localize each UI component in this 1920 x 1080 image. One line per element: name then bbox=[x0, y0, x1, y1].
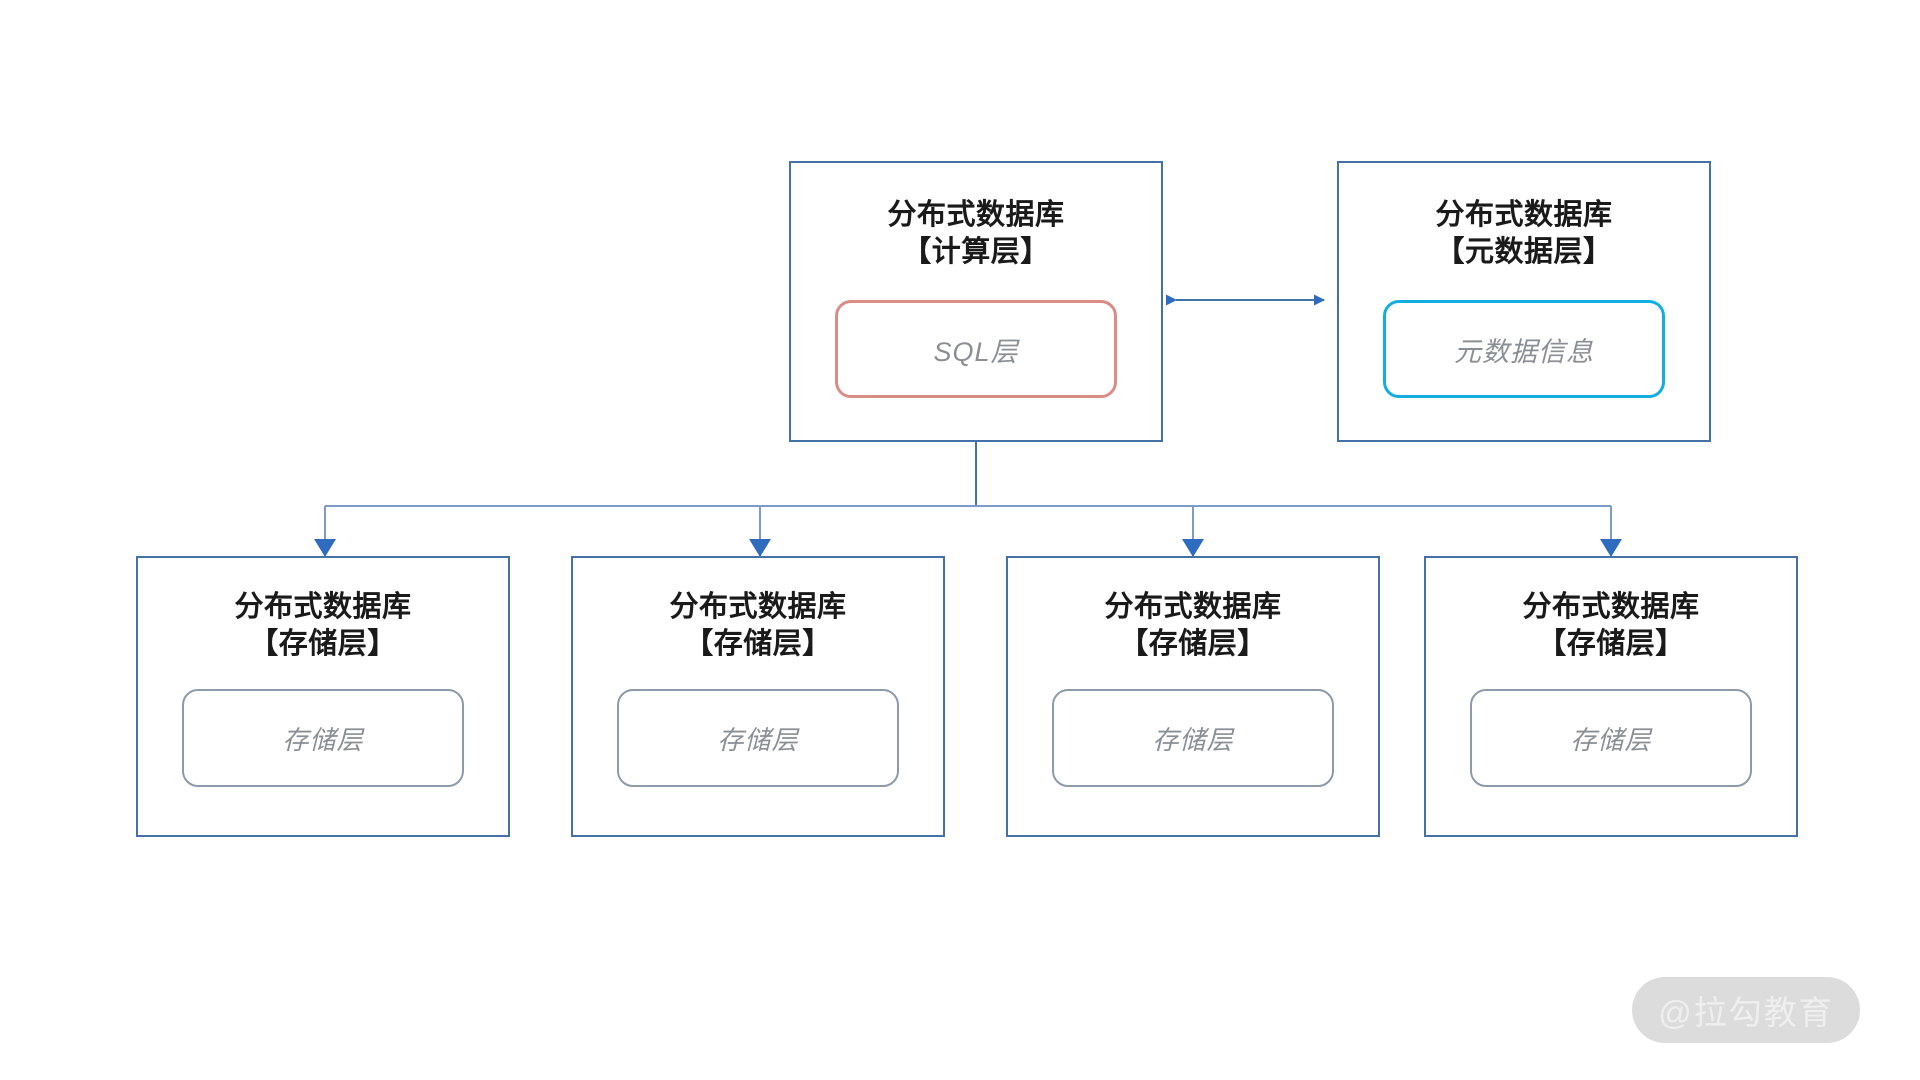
storage-layer-pill-3[interactable]: 存储层 bbox=[1052, 689, 1334, 788]
node-storage-layer-3[interactable]: 分布式数据库 【存储层】 存储层 bbox=[1006, 556, 1380, 837]
node-compute-layer-title: 分布式数据库 【计算层】 bbox=[887, 199, 1065, 269]
storage-layer-pill-3-label: 存储层 bbox=[1152, 724, 1234, 755]
node-compute-layer[interactable]: 分布式数据库 【计算层】 SQL层 bbox=[789, 161, 1163, 442]
storage-layer-pill-1[interactable]: 存储层 bbox=[182, 689, 464, 788]
watermark-label: @拉勾教育 bbox=[1658, 994, 1834, 1031]
metadata-info-pill-label: 元数据信息 bbox=[1454, 336, 1594, 367]
compute-fanout-trunk bbox=[325, 442, 1611, 507]
node-storage-layer-2[interactable]: 分布式数据库 【存储层】 存储层 bbox=[571, 556, 945, 837]
storage-layer-pill-2[interactable]: 存储层 bbox=[617, 689, 899, 788]
node-metadata-layer-title: 分布式数据库 【元数据层】 bbox=[1435, 199, 1613, 269]
node-storage-layer-4[interactable]: 分布式数据库 【存储层】 存储层 bbox=[1424, 556, 1798, 837]
storage-layer-pill-2-label: 存储层 bbox=[717, 724, 799, 755]
sql-layer-pill-label: SQL层 bbox=[933, 336, 1019, 367]
node-storage-layer-1-title: 分布式数据库 【存储层】 bbox=[234, 591, 412, 661]
node-metadata-layer[interactable]: 分布式数据库 【元数据层】 元数据信息 bbox=[1337, 161, 1711, 442]
metadata-info-pill[interactable]: 元数据信息 bbox=[1383, 300, 1665, 399]
sql-layer-pill[interactable]: SQL层 bbox=[835, 300, 1117, 399]
node-storage-layer-4-title: 分布式数据库 【存储层】 bbox=[1522, 591, 1700, 661]
storage-layer-pill-4[interactable]: 存储层 bbox=[1470, 689, 1752, 788]
node-storage-layer-1[interactable]: 分布式数据库 【存储层】 存储层 bbox=[136, 556, 510, 837]
node-storage-layer-3-title: 分布式数据库 【存储层】 bbox=[1104, 591, 1282, 661]
storage-layer-pill-1-label: 存储层 bbox=[282, 724, 364, 755]
storage-layer-pill-4-label: 存储层 bbox=[1570, 724, 1652, 755]
watermark-badge: @拉勾教育 bbox=[1632, 977, 1860, 1043]
node-storage-layer-2-title: 分布式数据库 【存储层】 bbox=[669, 591, 847, 661]
